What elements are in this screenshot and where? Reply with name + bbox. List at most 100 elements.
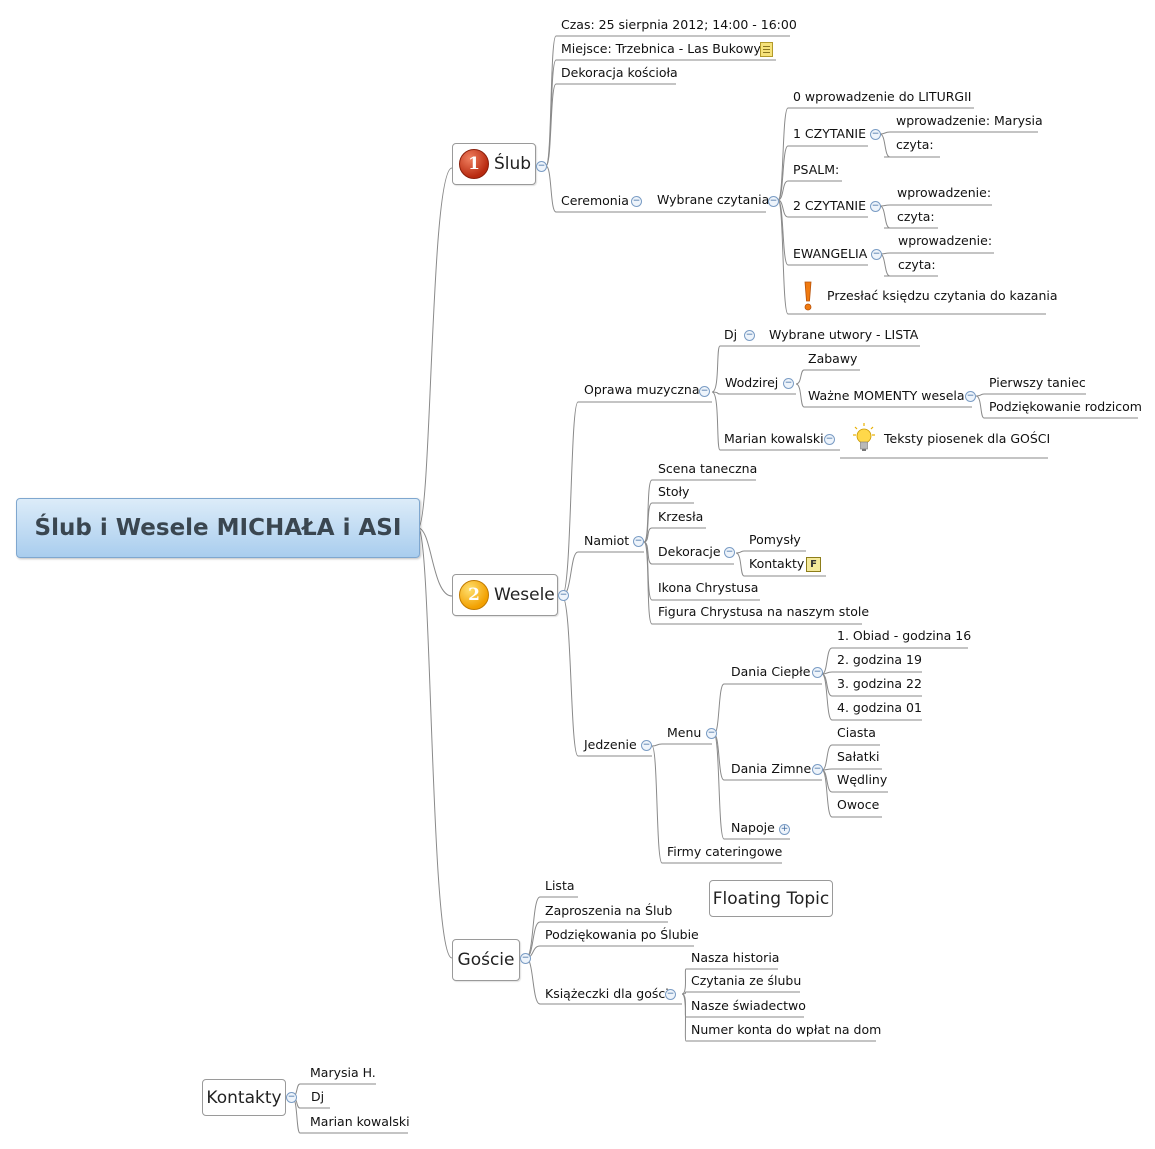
topic-slub[interactable]: 1 Ślub xyxy=(452,143,536,185)
topic-oprawa-muzyczna[interactable]: Oprawa muzyczna xyxy=(584,382,700,397)
topic-dania-cieple[interactable]: Dania Ciepłe xyxy=(731,664,811,679)
collapse-icon[interactable]: − xyxy=(633,536,644,547)
topic-ewangelia[interactable]: EWANGELIA xyxy=(793,246,868,261)
topic-scena-taneczna[interactable]: Scena taneczna xyxy=(658,461,758,476)
central-topic-label: Ślub i Wesele MICHAŁA i ASI xyxy=(34,515,402,541)
floating-topic[interactable]: Floating Topic xyxy=(709,880,833,917)
topic-przeslac-ksiedzu[interactable]: Przesłać księdzu czytania do kazania xyxy=(827,288,1058,303)
topic-zaproszenia[interactable]: Zaproszenia na Ślub xyxy=(545,903,673,918)
topic-wodzirej[interactable]: Wodzirej xyxy=(725,375,779,390)
collapse-icon[interactable]: − xyxy=(824,434,835,445)
collapse-icon[interactable]: − xyxy=(870,201,881,212)
topic-owoce[interactable]: Owoce xyxy=(837,797,880,812)
topic-godzina-01[interactable]: 4. godzina 01 xyxy=(837,700,922,715)
topic-czytania-ze-slubu[interactable]: Czytania ze ślubu xyxy=(691,973,802,988)
topic-obiad[interactable]: 1. Obiad - godzina 16 xyxy=(837,628,972,643)
lightbulb-icon xyxy=(853,423,875,451)
topic-ewangelia-czyta[interactable]: czyta: xyxy=(898,257,936,272)
topic-czytanie2-czyta[interactable]: czyta: xyxy=(897,209,935,224)
collapse-icon[interactable]: − xyxy=(783,378,794,389)
topic-1-czytanie[interactable]: 1 CZYTANIE xyxy=(793,126,867,141)
topic-kontakty-dj[interactable]: Dj xyxy=(311,1089,325,1104)
topic-miejsce[interactable]: Miejsce: Trzebnica - Las Bukowy xyxy=(561,41,761,56)
collapse-icon[interactable]: − xyxy=(536,161,547,172)
collapse-icon[interactable]: − xyxy=(699,386,710,397)
topic-wesele-label: Wesele xyxy=(494,585,555,605)
collapse-icon[interactable]: − xyxy=(744,330,755,341)
topic-wesele[interactable]: 2 Wesele xyxy=(452,574,558,616)
collapse-icon[interactable]: − xyxy=(641,740,652,751)
topic-namiot[interactable]: Namiot xyxy=(584,533,630,548)
topic-salatki[interactable]: Sałatki xyxy=(837,749,880,764)
topic-kontakty-marian[interactable]: Marian kowalski xyxy=(310,1114,410,1129)
priority-1-icon: 1 xyxy=(459,149,489,179)
topic-napoje[interactable]: Napoje xyxy=(731,820,775,835)
collapse-icon[interactable]: − xyxy=(286,1092,297,1103)
topic-zabawy[interactable]: Zabawy xyxy=(808,351,858,366)
collapse-icon[interactable]: − xyxy=(558,590,569,601)
topic-marysia-h[interactable]: Marysia H. xyxy=(310,1065,376,1080)
topic-pierwszy-taniec[interactable]: Pierwszy taniec xyxy=(989,375,1086,390)
attachment-icon[interactable]: F xyxy=(806,557,821,572)
topic-2-czytanie[interactable]: 2 CZYTANIE xyxy=(793,198,867,213)
topic-czytanie2-wprowadzenie[interactable]: wprowadzenie: xyxy=(897,185,992,200)
collapse-icon[interactable]: − xyxy=(665,989,676,1000)
topic-ksiazeczki[interactable]: Książeczki dla gości xyxy=(545,986,669,1001)
note-icon[interactable] xyxy=(760,42,773,57)
topic-wprowadzenie-liturgii[interactable]: 0 wprowadzenie do LITURGII xyxy=(793,89,972,104)
topic-kontakty-dekoracje[interactable]: Kontakty xyxy=(749,556,805,571)
topic-jedzenie[interactable]: Jedzenie xyxy=(584,737,637,752)
collapse-icon[interactable]: − xyxy=(520,953,531,964)
topic-dekoracja-kosciola[interactable]: Dekoracja kościoła xyxy=(561,65,678,80)
topic-wybrane-czytania[interactable]: Wybrane czytania xyxy=(657,192,770,207)
topic-nasze-swiadectwo[interactable]: Nasze świadectwo xyxy=(691,998,806,1013)
topic-kontakty[interactable]: Kontakty xyxy=(202,1079,286,1116)
collapse-icon[interactable]: − xyxy=(768,196,779,207)
topic-czytanie1-czyta[interactable]: czyta: xyxy=(896,137,934,152)
collapse-icon[interactable]: − xyxy=(871,249,882,260)
topic-ikona-chrystusa[interactable]: Ikona Chrystusa xyxy=(658,580,759,595)
priority-2-icon: 2 xyxy=(459,580,489,610)
topic-ceremonia[interactable]: Ceremonia xyxy=(561,193,629,208)
topic-goscie-label: Goście xyxy=(457,950,515,970)
topic-dania-zimne[interactable]: Dania Zimne xyxy=(731,761,812,776)
topic-czas[interactable]: Czas: 25 sierpnia 2012; 14:00 - 16:00 xyxy=(561,17,797,32)
topic-godzina-19[interactable]: 2. godzina 19 xyxy=(837,652,922,667)
topic-pomysly[interactable]: Pomysły xyxy=(749,532,801,547)
topic-czytanie1-wprowadzenie[interactable]: wprowadzenie: Marysia xyxy=(896,113,1043,128)
topic-firmy-cateringowe[interactable]: Firmy cateringowe xyxy=(667,844,783,859)
topic-dekoracje[interactable]: Dekoracje xyxy=(658,544,721,559)
topic-podziekowanie-rodzicom[interactable]: Podziękowanie rodzicom xyxy=(989,399,1142,414)
topic-marian-kowalski[interactable]: Marian kowalski xyxy=(724,431,824,446)
topic-podziekowania[interactable]: Podziękowania po Ślubie xyxy=(545,927,699,942)
collapse-icon[interactable]: − xyxy=(812,764,823,775)
topic-goscie[interactable]: Goście xyxy=(452,939,520,981)
topic-stoly[interactable]: Stoły xyxy=(658,484,690,499)
topic-ewangelia-wprowadzenie[interactable]: wprowadzenie: xyxy=(898,233,993,248)
topic-figura-chrystusa[interactable]: Figura Chrystusa na naszym stole xyxy=(658,604,870,619)
collapse-icon[interactable]: − xyxy=(965,391,976,402)
topic-dj[interactable]: Dj xyxy=(724,327,738,342)
topic-wazne-momenty[interactable]: Ważne MOMENTY wesela xyxy=(808,388,965,403)
topic-wedliny[interactable]: Wędliny xyxy=(837,772,888,787)
collapse-icon[interactable]: − xyxy=(724,547,735,558)
topic-teksty-piosenek[interactable]: Teksty piosenek dla GOŚCI xyxy=(884,431,1051,446)
expand-icon[interactable]: + xyxy=(779,824,790,835)
topic-nasza-historia[interactable]: Nasza historia xyxy=(691,950,780,965)
topic-wybrane-utwory[interactable]: Wybrane utwory - LISTA xyxy=(769,327,919,342)
collapse-icon[interactable]: − xyxy=(706,728,717,739)
topic-psalm[interactable]: PSALM: xyxy=(793,162,840,177)
collapse-icon[interactable]: − xyxy=(812,667,823,678)
central-topic[interactable]: Ślub i Wesele MICHAŁA i ASI xyxy=(16,498,420,558)
topic-kontakty-label: Kontakty xyxy=(206,1087,282,1108)
collapse-icon[interactable]: − xyxy=(870,129,881,140)
topic-godzina-22[interactable]: 3. godzina 22 xyxy=(837,676,922,691)
collapse-icon[interactable]: − xyxy=(631,196,642,207)
topic-krzesla[interactable]: Krzesła xyxy=(658,509,704,524)
topic-numer-konta[interactable]: Numer konta do wpłat na dom xyxy=(691,1022,882,1037)
exclamation-icon xyxy=(804,281,812,311)
topic-menu[interactable]: Menu xyxy=(667,725,702,740)
topic-ciasta[interactable]: Ciasta xyxy=(837,725,876,740)
topic-lista[interactable]: Lista xyxy=(545,878,575,893)
